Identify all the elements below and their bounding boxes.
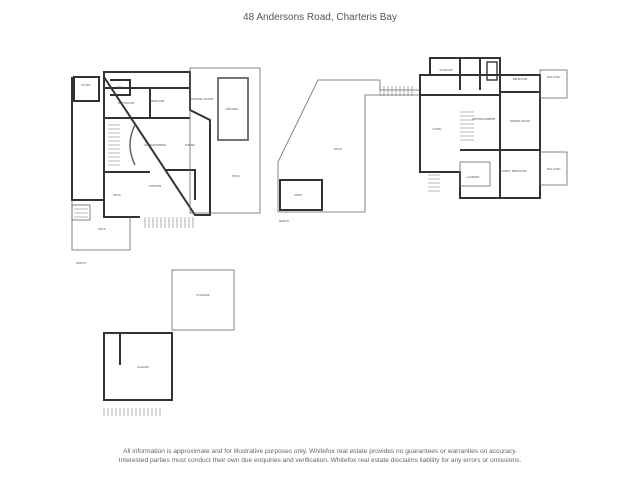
bedroom-walls [104, 87, 190, 119]
left-house-plan [71, 71, 211, 218]
label-deck-3: DECK [232, 174, 240, 178]
label-deck-1: DECK [113, 193, 121, 197]
floorplan-title: 48 Andersons Road, Charteris Bay [243, 12, 397, 23]
label-study: STUDY [81, 83, 91, 87]
label-garage: GARAGE [137, 365, 149, 369]
label-bedroom-2: BEDROOM [513, 77, 528, 81]
label-balcony-2: BALCONY [547, 167, 561, 171]
disclaimer-line-1: All information is approximate and for i… [123, 448, 517, 455]
study-walls [73, 76, 100, 102]
compass-note-1: NORTH [76, 261, 86, 265]
label-bathroom: BATHROOM [118, 101, 135, 105]
kitchen-walls [104, 169, 196, 200]
left-house-stairs [74, 124, 194, 228]
label-entertainment: ENTERTAINMENT [472, 117, 496, 121]
label-shed: SHED [294, 193, 302, 197]
storage-lower-outline [171, 269, 235, 331]
right-house-internal-walls [420, 58, 540, 198]
label-family-bedroom: FAMILY BEDROOM [502, 169, 527, 173]
label-balcony-1: BALCONY [547, 75, 561, 79]
balcony-north-outline [539, 69, 568, 99]
left-decks [71, 67, 261, 251]
label-deck-2: DECK [98, 227, 106, 231]
label-dressing-room: DRESSING ROOM [189, 97, 214, 101]
shed-walls [279, 179, 323, 211]
label-dining: DINING [185, 143, 195, 147]
wc-walls [110, 79, 131, 96]
deck-east-outline [189, 67, 261, 214]
balcony-south-outline [539, 151, 568, 186]
lower-level-steps [103, 408, 161, 416]
compass-note-2: NORTH [279, 219, 289, 223]
garage-walls [103, 332, 173, 401]
label-decking: DECKING [226, 107, 239, 111]
label-kitchen: KITCHEN [149, 184, 161, 188]
room-labels: STUDY W/C BEDROOM BATHROOM DRESSING ROOM… [76, 68, 561, 369]
label-lower-storage: STORAGE [196, 293, 210, 297]
label-laundry: LAUNDRY [466, 175, 480, 179]
right-house-stairs [428, 111, 474, 192]
label-bedroom-1: BEDROOM [150, 99, 165, 103]
label-living: LIVING [432, 127, 441, 131]
label-wc: W/C [117, 85, 123, 89]
deck-west-outline [71, 204, 91, 221]
label-lounge: LOUNGE/DINING [144, 143, 167, 147]
curved-stair [129, 124, 136, 166]
middle-deck-steps [379, 86, 413, 96]
laundry-outline [459, 161, 491, 187]
label-deck-main: DECK [334, 147, 342, 151]
decking-outline [217, 77, 249, 141]
right-house-balconies [459, 69, 568, 187]
disclaimer-line-2: Interested parties must conduct their ow… [118, 457, 522, 464]
label-storage: STORAGE [439, 68, 453, 72]
deck-south-outline [71, 200, 131, 251]
label-dining-room: DINING ROOM [510, 119, 530, 123]
storage-walls [486, 61, 498, 81]
lower-level-plan [103, 269, 235, 416]
